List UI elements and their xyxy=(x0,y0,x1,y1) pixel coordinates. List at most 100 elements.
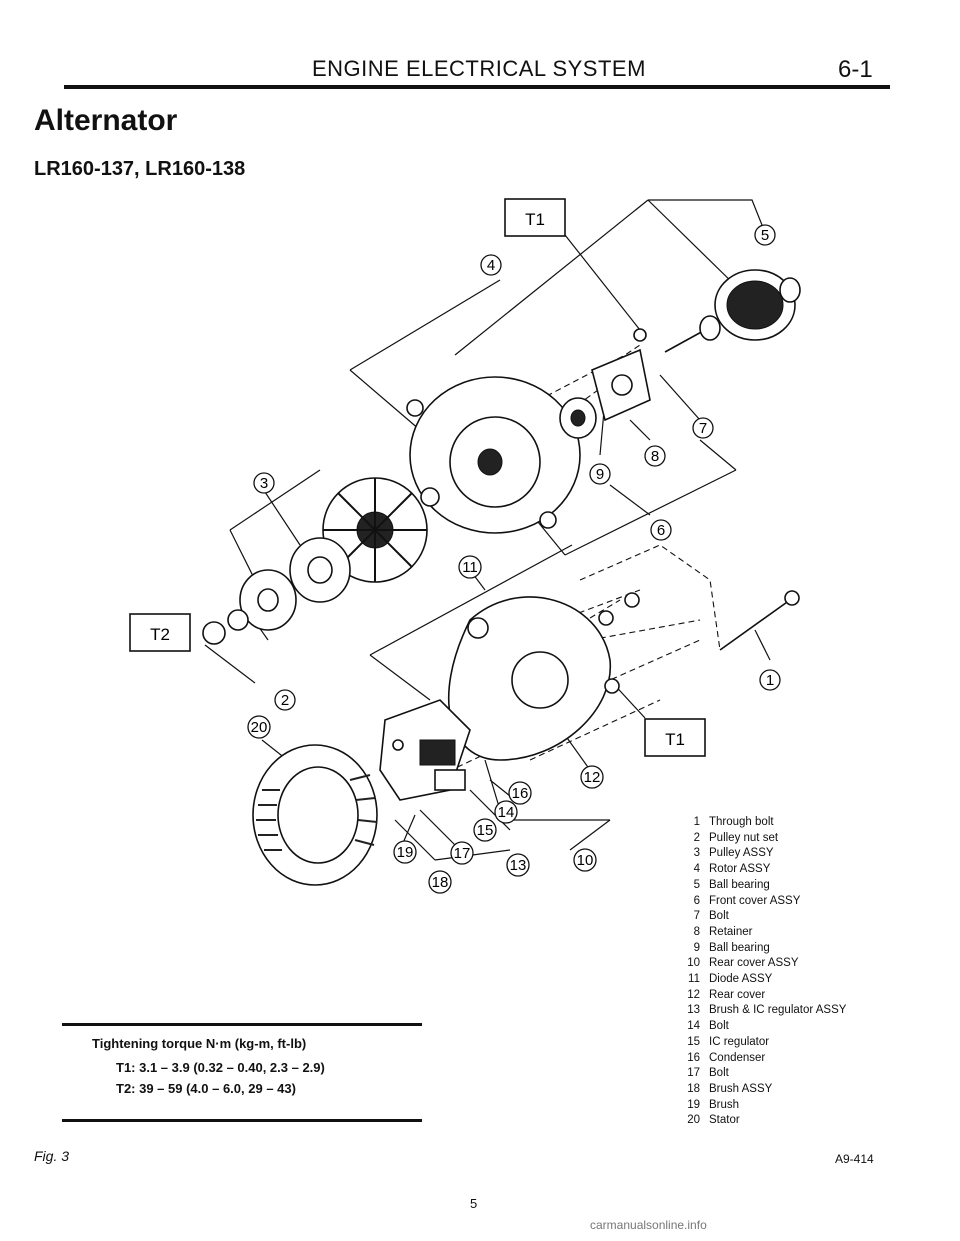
rear-cover xyxy=(448,592,640,761)
torque-tag-t1-bottom: T1 xyxy=(644,718,706,757)
callout-3: 3 xyxy=(253,472,275,494)
callout-5: 5 xyxy=(754,224,776,246)
part-number: 10 xyxy=(687,957,700,970)
part-name: Ball bearing xyxy=(709,941,770,954)
callout-7: 7 xyxy=(692,417,714,439)
torque-tag-label: T1 xyxy=(665,730,685,749)
brush-ic-regulator xyxy=(379,699,471,801)
torque-tag-t1-top: T1 xyxy=(504,198,566,237)
callout-4: 4 xyxy=(480,254,502,276)
part-name: Bolt xyxy=(709,1067,729,1080)
part-name: Brush xyxy=(709,1098,740,1111)
callout-20: 20 xyxy=(247,715,271,739)
svg-text:12: 12 xyxy=(584,769,601,786)
stator xyxy=(252,744,378,886)
part-name: Pulley nut set xyxy=(709,831,779,844)
torque-rule-bottom xyxy=(62,1119,422,1122)
parts-list-item: 16 Condenser xyxy=(682,1051,932,1067)
part-number: 8 xyxy=(693,925,700,938)
parts-list-item: 18 Brush ASSY xyxy=(682,1082,932,1098)
part-name: Ball bearing xyxy=(709,878,770,891)
svg-text:13: 13 xyxy=(510,857,527,874)
part-number: 6 xyxy=(693,894,700,907)
part-name: Rear cover ASSY xyxy=(709,957,799,970)
part-number: 9 xyxy=(693,941,700,954)
part-name: Rear cover xyxy=(709,988,766,1001)
leader-lines xyxy=(204,199,771,861)
svg-text:5: 5 xyxy=(761,227,769,244)
callout-16: 16 xyxy=(508,781,532,805)
part-number: 11 xyxy=(688,973,700,986)
parts-list-item: 1 Through bolt xyxy=(682,815,932,831)
torque-tag-label: T1 xyxy=(525,210,545,229)
pulley-and-fan xyxy=(202,477,440,645)
callout-14: 14 xyxy=(494,800,518,824)
header-rule xyxy=(64,85,890,89)
torque-title: Tightening torque N·m (kg-m, ft-lb) xyxy=(92,1036,307,1051)
section-title: Alternator xyxy=(34,104,178,137)
torque-rule-top xyxy=(62,1023,422,1026)
parts-list-item: 12 Rear cover xyxy=(682,988,932,1004)
part-name: Condenser xyxy=(709,1051,766,1064)
callout-17: 17 xyxy=(450,841,474,865)
svg-text:11: 11 xyxy=(462,559,478,576)
parts-list-item: 2 Pulley nut set xyxy=(682,831,932,847)
watermark: carmanualsonline.info xyxy=(590,1218,707,1232)
svg-text:19: 19 xyxy=(397,844,414,861)
callout-2: 2 xyxy=(274,689,296,711)
parts-list-item: 10 Rear cover ASSY xyxy=(682,956,932,972)
callout-6: 6 xyxy=(650,519,672,541)
callout-9: 9 xyxy=(589,463,611,485)
part-number: 13 xyxy=(687,1004,700,1017)
svg-text:17: 17 xyxy=(454,845,471,862)
part-number: 1 xyxy=(693,816,700,828)
svg-text:8: 8 xyxy=(651,448,659,465)
part-number: 15 xyxy=(687,1035,700,1048)
callout-10: 10 xyxy=(573,848,597,872)
svg-text:15: 15 xyxy=(477,822,494,839)
torque-specification: Tightening torque N·m (kg-m, ft-lb) T1: … xyxy=(62,1023,422,1122)
part-number: 2 xyxy=(693,831,700,844)
part-number: 16 xyxy=(687,1051,700,1064)
page-header-title: ENGINE ELECTRICAL SYSTEM xyxy=(312,56,646,81)
part-number: 17 xyxy=(687,1067,700,1080)
part-number: 12 xyxy=(687,988,700,1001)
svg-text:9: 9 xyxy=(596,466,604,483)
callout-19: 19 xyxy=(393,840,417,864)
part-number: 5 xyxy=(693,878,700,891)
svg-text:4: 4 xyxy=(487,257,495,274)
callout-15: 15 xyxy=(473,818,497,842)
torque-line-t1: T1: 3.1 – 3.9 (0.32 – 0.40, 2.3 – 2.9) xyxy=(116,1060,325,1075)
part-number: 19 xyxy=(687,1098,700,1111)
callout-8: 8 xyxy=(644,445,666,467)
front-cover-assy xyxy=(406,328,651,534)
svg-text:20: 20 xyxy=(251,719,268,736)
part-name: Brush ASSY xyxy=(709,1082,773,1095)
callout-12: 12 xyxy=(580,765,604,789)
svg-text:16: 16 xyxy=(512,785,529,802)
model-numbers: LR160-137, LR160-138 xyxy=(34,158,246,180)
part-number: 18 xyxy=(687,1082,700,1095)
part-name: Brush & IC regulator ASSY xyxy=(709,1004,847,1017)
part-name: Bolt xyxy=(709,910,729,923)
svg-text:18: 18 xyxy=(432,874,449,891)
svg-text:2: 2 xyxy=(281,692,289,709)
parts-list-item: 19 Brush xyxy=(682,1098,932,1114)
svg-text:10: 10 xyxy=(577,852,594,869)
svg-text:7: 7 xyxy=(699,420,707,437)
page-section-number: 6-1 xyxy=(838,56,873,83)
figure-label: Fig. 3 xyxy=(34,1148,70,1164)
rotor-assy xyxy=(664,269,801,353)
part-name: Through bolt xyxy=(709,816,774,828)
parts-list-item: 9 Ball bearing xyxy=(682,941,932,957)
part-name: IC regulator xyxy=(709,1035,770,1048)
parts-list-item: 15 IC regulator xyxy=(682,1035,932,1051)
part-number: 4 xyxy=(693,863,700,876)
part-name: Bolt xyxy=(709,1020,729,1033)
part-name: Retainer xyxy=(709,925,753,938)
